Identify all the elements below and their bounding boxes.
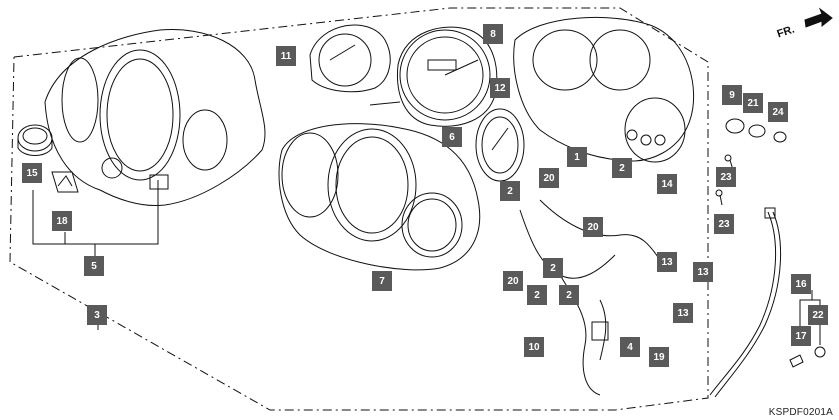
callout-12: 12 [490,78,510,98]
callout-13-a: 13 [657,252,677,272]
callout-13-b: 13 [693,262,713,282]
callout-2-d: 2 [527,285,547,305]
callout-2-a: 2 [612,158,632,178]
tach-face [309,24,391,93]
callout-23-b: 23 [714,214,734,234]
callout-6: 6 [442,127,462,147]
meter-cover [44,28,266,207]
callout-2-c: 2 [543,258,563,278]
meter-assembly [278,123,481,271]
callout-3: 3 [87,305,107,325]
callout-23-a: 23 [716,167,736,187]
callout-11: 11 [276,46,296,66]
callout-16: 16 [791,274,811,294]
callout-20-c: 20 [503,271,523,291]
speedo-cable [709,207,826,398]
nut-24 [773,131,787,143]
callout-8: 8 [483,24,503,44]
assembly-boundary [9,7,709,411]
callout-18: 18 [52,211,72,231]
callout-20-b: 20 [583,217,603,237]
callout-2-b: 2 [500,181,520,201]
grommet-15 [17,124,53,156]
front-arrow [804,7,833,28]
callout-14: 14 [657,174,677,194]
diagram-code: KSPDF0201A [768,407,833,418]
emblem-18 [51,171,79,193]
grommet-9 [725,118,745,134]
callout-15: 15 [22,163,42,183]
washer-21 [748,124,766,138]
speedo-face [396,26,498,127]
callout-1: 1 [567,147,587,167]
callout-7: 7 [372,271,392,291]
callout-17: 17 [791,326,811,346]
callout-20-a: 20 [539,168,559,188]
callout-19: 19 [649,347,669,367]
callout-2-e: 2 [559,285,579,305]
callout-21: 21 [743,93,763,113]
callout-9: 9 [722,85,742,105]
callout-4: 4 [620,337,640,357]
callout-24: 24 [768,102,788,122]
callout-22: 22 [808,305,828,325]
callout-10: 10 [524,337,544,357]
fuel-gauge [475,108,525,182]
callout-5: 5 [84,256,104,276]
lower-case [513,16,695,163]
callout-13-c: 13 [673,303,693,323]
